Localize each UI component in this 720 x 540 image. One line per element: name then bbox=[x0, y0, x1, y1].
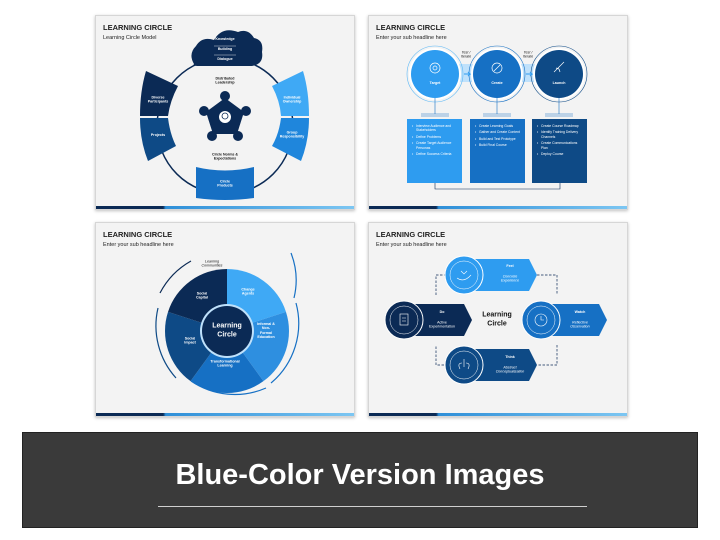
step-do bbox=[384, 300, 472, 340]
stage-circle-launch bbox=[535, 50, 583, 98]
slide-footer-bar bbox=[369, 413, 627, 416]
target-icon bbox=[429, 62, 441, 74]
slide-title: LEARNING CIRCLE bbox=[376, 230, 446, 239]
banner-title: Blue-Color Version Images bbox=[175, 459, 545, 491]
cycle-diagram bbox=[384, 255, 607, 385]
segment-label: Group Responsibility bbox=[279, 130, 305, 139]
petal-label: Change Agents bbox=[241, 287, 255, 296]
step-label: Think bbox=[505, 354, 515, 359]
center-bottom-label: Circle Norms & Expectations bbox=[212, 152, 238, 161]
slide-subtitle: Enter your sub headline here bbox=[376, 242, 447, 248]
center-top-label: Distributed Leadership bbox=[215, 76, 235, 85]
pencil-icon bbox=[491, 62, 503, 74]
stage-label: Create bbox=[491, 80, 503, 85]
loop-label: Test / Iterate bbox=[522, 50, 534, 59]
slide-learning-circle-process[interactable]: LEARNING CIRCLE Enter your sub headline … bbox=[368, 15, 628, 210]
petal-label: Transformational Learning bbox=[210, 359, 240, 368]
petal-transformational-learning bbox=[190, 331, 264, 393]
cloud-item: Dialogue bbox=[217, 56, 233, 61]
list-item: Gather and Create Content bbox=[475, 130, 522, 135]
circle-model-diagram bbox=[140, 30, 309, 200]
cloud-item: Building bbox=[217, 46, 233, 51]
list-item: Define Problems bbox=[412, 135, 459, 140]
team-lightbulb-icon bbox=[199, 91, 251, 141]
petal-label: Informal & Non-Formal Education bbox=[257, 322, 275, 340]
stage-label: Target bbox=[429, 80, 441, 85]
slide-footer-bar bbox=[96, 413, 354, 416]
version-banner: Blue-Color Version Images bbox=[22, 432, 698, 528]
segment-individual-ownership bbox=[272, 71, 309, 116]
slide-subtitle: Learning Circle Model bbox=[103, 35, 157, 41]
step-desc: Active Experimentation bbox=[429, 320, 455, 329]
stage-box-launch: Create Course RoadmapIdentify Training D… bbox=[532, 119, 587, 183]
slide-subtitle: Enter your sub headline here bbox=[103, 242, 174, 248]
clipboard-icon bbox=[399, 313, 409, 326]
hand-heart-icon bbox=[456, 270, 472, 281]
cloud-shape bbox=[191, 30, 263, 66]
arrow-icon bbox=[464, 71, 534, 77]
stage-box-target: Interview Audience and StakeholdersDefin… bbox=[407, 119, 462, 183]
slide-title: LEARNING CIRCLE bbox=[103, 23, 173, 32]
list-item: Create Course Roadmap bbox=[537, 124, 584, 129]
step-feel bbox=[444, 255, 537, 295]
clock-icon bbox=[534, 313, 548, 327]
segment-diverse-participants bbox=[140, 71, 178, 116]
list-item: Build Final Course bbox=[475, 143, 522, 148]
slide-title: LEARNING CIRCLE bbox=[103, 230, 173, 239]
segment-group-responsibility bbox=[272, 118, 309, 161]
petal-label: Social Capital bbox=[196, 291, 208, 300]
list-item: Identify Training Delivery Channels bbox=[537, 130, 584, 139]
segment-label: Diverse Participants bbox=[147, 95, 169, 104]
segment-projects bbox=[140, 118, 176, 161]
lungs-bulb-icon bbox=[458, 359, 470, 370]
process-diagram bbox=[406, 45, 588, 190]
stage-circle-create bbox=[473, 50, 521, 98]
slide-footer-bar bbox=[96, 206, 354, 209]
list-item: Create Target Audience Personas bbox=[412, 141, 459, 150]
list-item: Create Communications Plan bbox=[537, 141, 584, 150]
slide-learning-circle-petals[interactable]: LEARNING CIRCLE Enter your sub headline … bbox=[95, 222, 355, 417]
center-label: Learning Circle bbox=[212, 322, 242, 338]
stage-label: Launch bbox=[552, 80, 566, 85]
step-desc: Concrete Experience bbox=[501, 274, 519, 283]
step-label: Do bbox=[439, 309, 445, 314]
segment-circle-products bbox=[196, 167, 254, 200]
slide-learning-circle-cycle[interactable]: LEARNING CIRCLE Enter your sub headline … bbox=[368, 222, 628, 417]
list-item: Build and Test Prototype bbox=[475, 137, 522, 142]
step-watch bbox=[521, 300, 607, 340]
center-circle bbox=[202, 306, 252, 356]
rocket-icon bbox=[553, 61, 565, 73]
outer-label: Learning Communities bbox=[201, 259, 223, 268]
slide-subtitle: Enter your sub headline here bbox=[376, 35, 447, 41]
cloud-item: Knowledge bbox=[215, 36, 235, 41]
petal-diagram bbox=[155, 252, 300, 396]
stage-circle-target bbox=[411, 50, 459, 98]
step-desc: Reflective Observation bbox=[570, 320, 590, 329]
list-item: Define Success Criteria bbox=[412, 152, 459, 157]
center-label: Learning Circle bbox=[482, 311, 512, 327]
slide-learning-circle-model[interactable]: LEARNING CIRCLE Learning Circle Model Kn… bbox=[95, 15, 355, 210]
slide-title: LEARNING CIRCLE bbox=[376, 23, 446, 32]
segment-label: Circle Products bbox=[217, 179, 233, 188]
loop-label: Test / Iterate bbox=[460, 50, 472, 59]
list-item: Deploy Course bbox=[537, 152, 584, 157]
banner-divider bbox=[158, 506, 587, 507]
segment-label: Individual Ownership bbox=[282, 95, 302, 104]
list-item: Interview Audience and Stakeholders bbox=[412, 124, 459, 133]
list-item: Create Learning Goals bbox=[475, 124, 522, 129]
step-label: Feel bbox=[506, 263, 514, 268]
petal-label: Social Impact bbox=[184, 336, 196, 345]
stage-box-create: Create Learning GoalsGather and Create C… bbox=[470, 119, 525, 183]
segment-label: Projects bbox=[150, 132, 166, 137]
step-desc: Abstract Conceptualization bbox=[495, 365, 525, 374]
slide-footer-bar bbox=[369, 206, 627, 209]
step-label: Watch bbox=[574, 309, 586, 314]
